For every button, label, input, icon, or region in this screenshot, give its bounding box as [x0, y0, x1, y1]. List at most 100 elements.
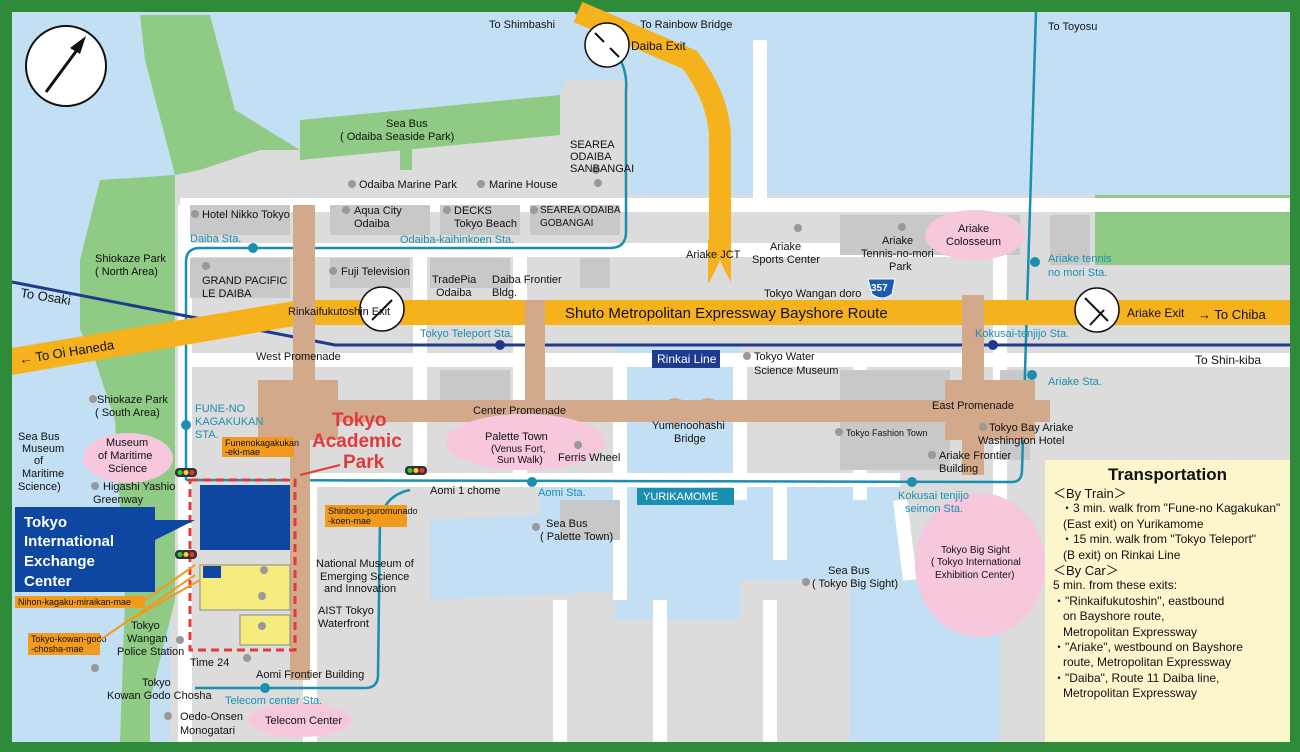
landmark-label: Science): [18, 481, 61, 493]
kokusai-seimon-sta-label-2: seimon Sta.: [905, 503, 963, 515]
landmark-label: Tokyo: [131, 620, 160, 632]
exit-arrows-icon: [1084, 297, 1109, 326]
to-toyosu-label: To Toyosu: [1048, 21, 1097, 33]
landmark-label: ( Tokyo International: [931, 557, 1021, 568]
landmark-label: Ariake Frontier: [939, 450, 1011, 462]
landmark-label: Tennis-no-mori: [861, 248, 934, 260]
rinkai-line-badge: [652, 350, 720, 368]
landmark-marker: [348, 180, 356, 188]
landmark-label: SANBANGAI: [570, 163, 634, 175]
landmark-label: Aqua City: [354, 205, 402, 217]
academic-park-label-2: Academic: [312, 431, 402, 452]
bus-stop-leaders: [99, 564, 201, 641]
landmark-marker: [592, 166, 600, 174]
landmark-label: Odaiba Marine Park: [359, 179, 457, 191]
bus-stop-shinboru-2: -koen-mae: [328, 516, 371, 526]
car-intro: 5 min. from these exits:: [1053, 578, 1178, 593]
landmark-labels: Sea Bus ( Odaiba Seaside Park) SEAREA OD…: [18, 118, 1073, 737]
landmark-marker: [443, 206, 451, 214]
landmark-label: Kowan Godo Chosha: [107, 690, 212, 702]
landmark-label: (Venus Fort,: [491, 444, 545, 455]
exchange-center-callout: [15, 507, 195, 592]
kokusai-tenjijo-sta-label: Kokusai-tenjijo Sta.: [975, 328, 1069, 340]
landmark-label: Museum: [22, 443, 64, 455]
landmark-label: Sea Bus: [546, 518, 588, 530]
bus-stop-nihon-kagaku: Nihon-kagaku-miraikan-mae: [18, 597, 131, 607]
daiba-sta-label: Daiba Sta.: [190, 233, 241, 245]
landmark-marker: [898, 223, 906, 231]
landmark-label: of Maritime: [98, 450, 152, 462]
landmark-label: Maritime: [22, 468, 64, 480]
station-dots: [181, 243, 1040, 693]
landmark-marker: [477, 180, 485, 188]
landmark-label: AIST Tokyo: [318, 605, 374, 617]
bus-stop-shinboru-1: Shinboru-puromunado: [328, 506, 418, 516]
odaiba-kaihinkoen-sta-label: Odaiba-kaihinkoen Sta.: [400, 234, 514, 246]
landmark-label: of: [34, 455, 44, 467]
landmark-label: Marine House: [489, 179, 557, 191]
to-shin-kiba-label: To Shin-kiba: [1195, 353, 1261, 367]
landmark-marker: [342, 206, 350, 214]
landmark-marker: [202, 262, 210, 270]
landmark-label: ( Odaiba Seaside Park): [340, 131, 454, 143]
exchange-center-label-4: Center: [24, 573, 72, 590]
bus-stop-kowan-godo-2: -chosha-mae: [31, 644, 84, 654]
landmark-label: Sea Bus: [18, 431, 60, 443]
landmark-label: and Innovation: [324, 583, 396, 595]
wangan-doro-label: Tokyo Wangan doro: [764, 288, 861, 300]
landmark-marker: [258, 622, 266, 630]
landmark-label: Yumenoohashi: [652, 420, 725, 432]
exit-arrows-icon: [594, 32, 620, 58]
landmark-label: ( Tokyo Big Sight): [812, 578, 898, 590]
academic-park-boundary: [188, 478, 297, 652]
landmark-label: TradePia: [432, 274, 477, 286]
landmark-marker: [979, 423, 987, 431]
landmark-label: ( North Area): [95, 266, 158, 278]
landmark-label: Oedo-Onsen: [180, 711, 243, 723]
landmark-label: Time 24: [190, 657, 229, 669]
landmark-marker: [191, 210, 199, 218]
fune-no-sta-label-1: FUNE-NO: [195, 403, 246, 415]
by-train-heading: ＜By Train＞: [1053, 486, 1127, 501]
landmark-label: ( South Area): [95, 407, 160, 419]
landmark-label: Ariake: [958, 223, 989, 235]
landmark-label: Aomi 1 chome: [430, 485, 500, 497]
north-arrow-icon: [25, 25, 107, 107]
landmark-label: Palette Town: [485, 431, 548, 443]
aomi-sta-label: Aomi Sta.: [538, 487, 586, 499]
landmark-label: Tokyo Beach: [454, 218, 517, 230]
train-item-1b: (East exit) on Yurikamome: [1063, 516, 1204, 531]
car-item-2a: ・"Ariake", westbound on Bayshore: [1053, 640, 1243, 655]
landmark-marker: [530, 206, 538, 214]
ariake-jct-label: Ariake JCT: [686, 249, 741, 261]
landmark-label: DECKS: [454, 205, 492, 217]
aist-building: [239, 614, 291, 646]
bus-stops: Funenokagakukan -eki-mae Shinboru-puromu…: [15, 437, 418, 655]
landmark-label: Sports Center: [752, 254, 820, 266]
academic-park-label-3: Park: [343, 452, 385, 473]
landmark-label: Tokyo Fashion Town: [846, 428, 927, 438]
car-item-2b: route, Metropolitan Expressway: [1063, 655, 1232, 670]
expressway-label: Shuto Metropolitan Expressway Bayshore R…: [565, 305, 888, 322]
academic-park-pointer: [299, 464, 341, 476]
landmark-marker: [574, 441, 582, 449]
landmark-label: ODAIBA: [570, 151, 612, 163]
exit-arrows-icon: [371, 299, 393, 321]
train-item-2b: (B exit) on Rinkai Line: [1063, 547, 1181, 562]
landmark-label: Monogatari: [180, 725, 235, 737]
small-blue-building: [203, 566, 221, 578]
landmark-label: Ferris Wheel: [558, 452, 620, 464]
ariake-exit-label: Ariake Exit: [1127, 306, 1185, 320]
landmark-label: Sea Bus: [386, 118, 428, 130]
landmark-label: Building: [939, 463, 978, 475]
exchange-center-label-2: International: [24, 533, 114, 550]
yurikamome-badge: [637, 488, 734, 505]
landmark-label: Higashi Yashio: [103, 481, 175, 493]
car-item-3b: Metropolitan Expressway: [1063, 686, 1198, 701]
landmark-marker: [91, 482, 99, 490]
landmark-marker: [164, 712, 172, 720]
landmark-label: Aomi Frontier Building: [256, 669, 364, 681]
traffic-signal-icons: [175, 466, 427, 559]
landmark-label: Tokyo Big Sight: [941, 545, 1010, 556]
landmark-label: Odaiba: [354, 218, 390, 230]
